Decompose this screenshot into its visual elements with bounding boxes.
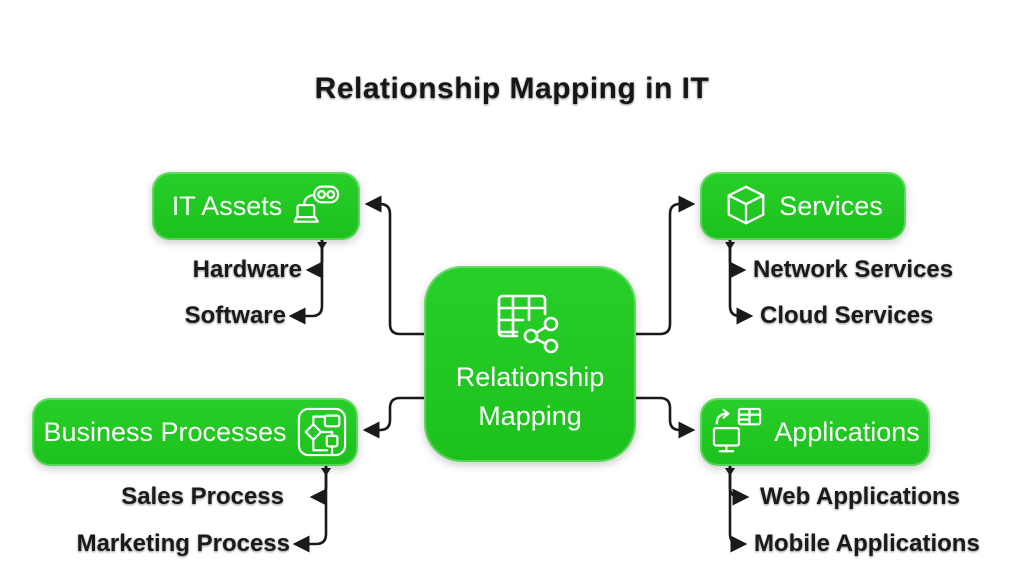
node-business-processes: Business Processes <box>32 398 358 466</box>
node-relationship-mapping: Relationship Mapping <box>424 266 636 462</box>
monitor-sync-grid-icon <box>710 407 764 457</box>
sublabel-cloud-services: Cloud Services <box>760 302 934 329</box>
sublabel-marketing-process: Marketing Process <box>76 530 290 557</box>
diagram-title: Relationship Mapping in IT <box>314 72 710 105</box>
node-applications: Applications <box>700 398 930 466</box>
node-it-assets-label: IT Assets <box>171 190 283 221</box>
node-applications-label: Applications <box>774 416 920 447</box>
sublabel-hardware: Hardware <box>192 256 302 283</box>
node-business-processes-label: Business Processes <box>43 416 287 447</box>
node-relationship-mapping-label-line2: Mapping <box>478 401 582 431</box>
table-network-icon <box>495 292 565 354</box>
sublabel-network-services: Network Services <box>753 256 954 283</box>
sublabel-sales-process: Sales Process <box>121 483 284 510</box>
sublabel-web-applications: Web Applications <box>760 483 961 510</box>
node-services-label: Services <box>779 190 883 221</box>
sublabel-mobile-applications: Mobile Applications <box>754 530 980 557</box>
laptop-vr-headset-icon <box>292 183 340 229</box>
workflow-flowchart-icon <box>297 407 347 457</box>
cube-3d-icon <box>723 183 769 229</box>
node-relationship-mapping-label-line1: Relationship <box>455 362 605 392</box>
node-services: Services <box>700 172 906 240</box>
node-it-assets: IT Assets <box>152 172 360 240</box>
sublabel-software: Software <box>184 302 286 329</box>
